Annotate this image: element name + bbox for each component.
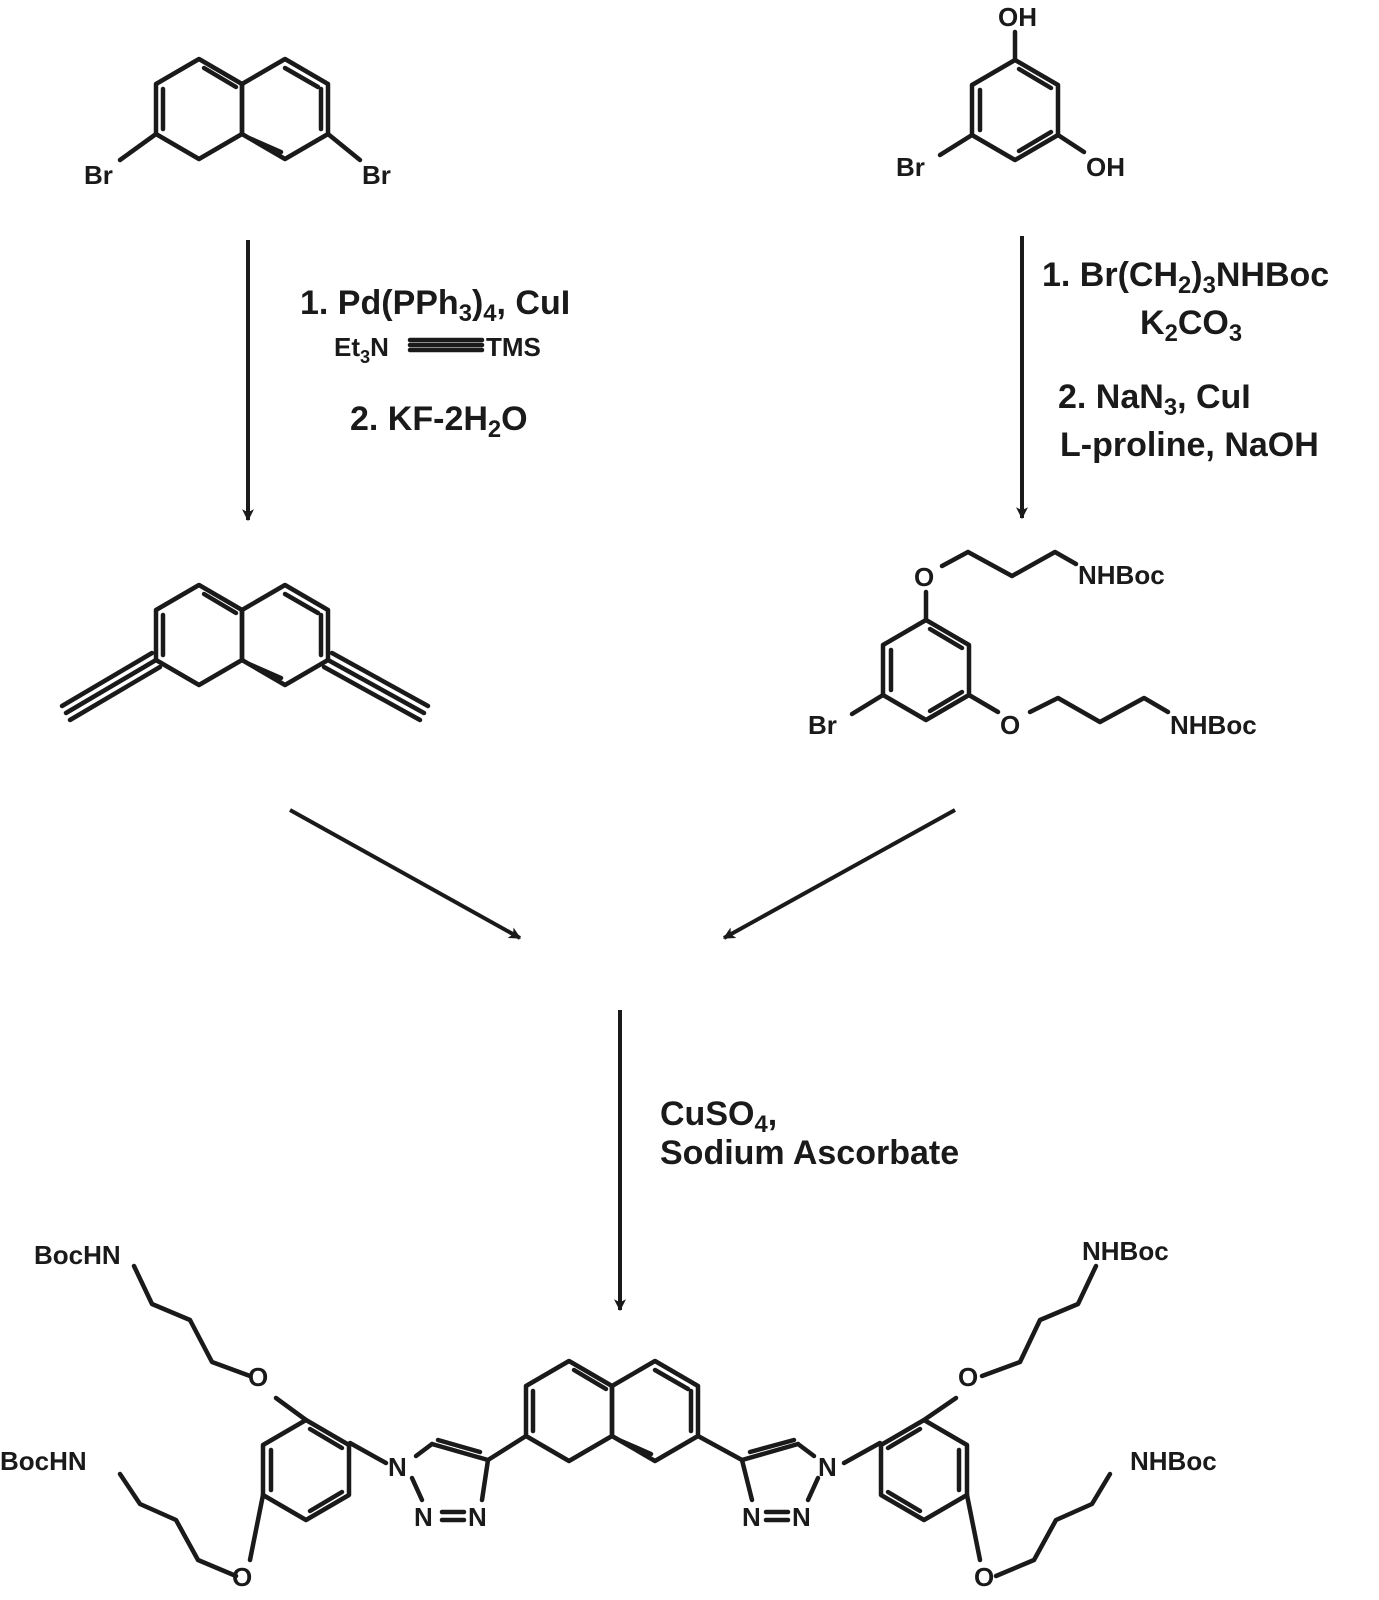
n-label: N — [468, 1502, 487, 1532]
o-label: O — [248, 1362, 268, 1392]
bochn-label: BocHN — [34, 1240, 121, 1270]
dibromonaphthalene-molecule: Br Br — [84, 56, 391, 190]
reaction-arrow — [722, 808, 956, 940]
reaction-arrow — [289, 808, 522, 940]
oh-label: OH — [1086, 152, 1125, 182]
step1-line1: 1. Pd(PPh3)4, CuI — [300, 284, 570, 327]
n-label: N — [414, 1502, 433, 1532]
product-molecule: N N N N N N O O BocHN BocHN — [0, 1236, 1217, 1592]
bis-nhboc-bromoarene-molecule: O NHBoc O NHBoc Br — [808, 549, 1257, 740]
br-label: Br — [84, 160, 113, 190]
n-label: N — [742, 1502, 761, 1532]
step2-line3: 2. NaN3, CuI — [1058, 378, 1251, 421]
n-label: N — [388, 1452, 407, 1482]
nhboc-label: NHBoc — [1170, 710, 1257, 740]
nhboc-label: NHBoc — [1078, 560, 1165, 590]
bochn-label: BocHN — [0, 1446, 87, 1476]
step1-line2: Et3N — [334, 332, 389, 367]
o-label: O — [974, 1562, 994, 1592]
o-label: O — [914, 562, 934, 592]
o-label: O — [958, 1362, 978, 1392]
br-label: Br — [896, 152, 925, 182]
step3-line2: Sodium Ascorbate — [660, 1134, 959, 1172]
step3-line1: CuSO4, — [660, 1095, 777, 1138]
oh-label: OH — [998, 2, 1037, 32]
step2-conditions: 1. Br(CH2)3NHBoc K2CO3 2. NaN3, CuI L-pr… — [1042, 256, 1329, 464]
step1-reagent: TMS — [486, 332, 541, 362]
o-label: O — [232, 1562, 252, 1592]
nhboc-label: NHBoc — [1130, 1446, 1217, 1476]
n-label: N — [818, 1452, 837, 1482]
o-label: O — [1000, 710, 1020, 740]
diethynylnaphthalene-molecule — [59, 582, 431, 723]
step2-line2: K2CO3 — [1140, 304, 1242, 347]
step2-line1: 1. Br(CH2)3NHBoc — [1042, 256, 1329, 299]
nhboc-label: NHBoc — [1082, 1236, 1169, 1266]
bromoresorcinol-molecule: OH OH Br — [896, 2, 1125, 182]
step1-line3: 2. KF-2H2O — [350, 400, 528, 443]
step3-conditions: CuSO4, Sodium Ascorbate — [660, 1095, 959, 1172]
step1-conditions: 1. Pd(PPh3)4, CuI Et3N TMS 2. KF-2H2O — [300, 284, 570, 443]
br-label: Br — [362, 160, 391, 190]
n-label: N — [792, 1502, 811, 1532]
step2-line4: L-proline, NaOH — [1060, 426, 1319, 464]
br-label: Br — [808, 710, 837, 740]
